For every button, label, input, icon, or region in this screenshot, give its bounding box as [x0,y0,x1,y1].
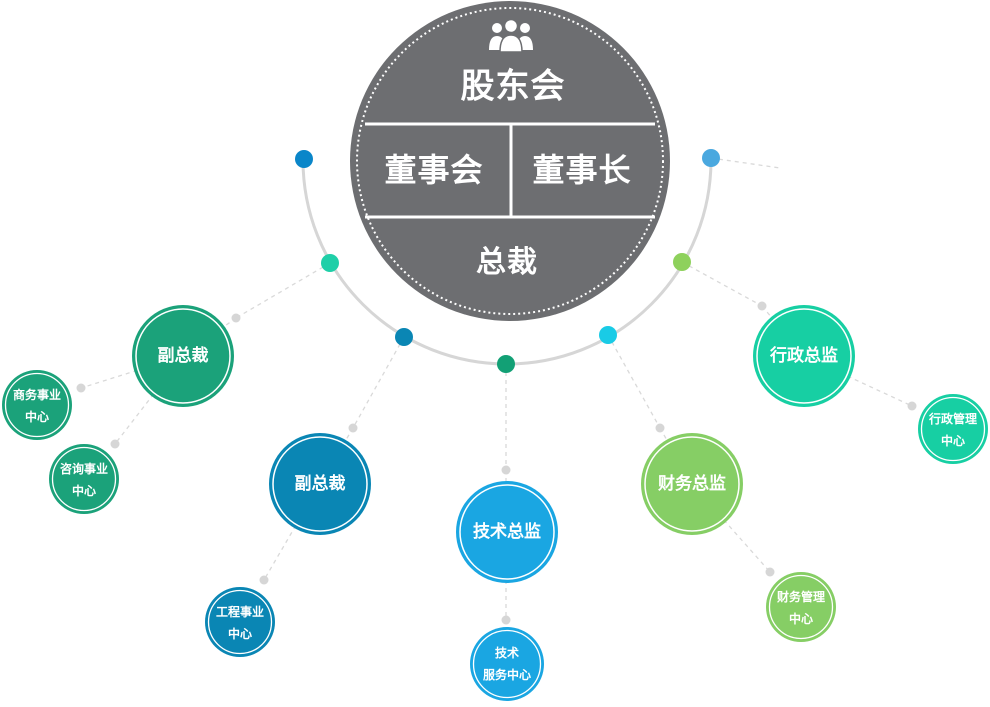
cao-label: 行政总监 [770,345,838,366]
node-cto [456,481,558,583]
cfo-label: 财务总监 [658,473,726,494]
engineering-center-line2: 中心 [227,627,253,641]
admin-mgmt-center-line2: 中心 [940,434,966,448]
admin-mgmt-center-line1: 行政管理 [928,412,978,426]
center-consult [49,444,119,514]
center-engineering [205,587,275,657]
board-label: 董事会 [384,150,484,189]
shareholders-label: 股东会 [460,66,566,107]
people-group-icon [489,18,533,53]
arc-dot [599,326,617,344]
node-cao [753,305,855,407]
tech-service-center-line2: 服务中心 [482,668,532,682]
center-finance-mgmt [766,572,836,642]
admin-mgmt-center-label: 行政管理 中心 [929,408,977,452]
arc-dot [497,355,515,373]
center-commerce [2,370,72,440]
consult-center-line1: 咨询事业 [59,462,109,476]
commerce-center-line2: 中心 [24,410,50,424]
engineering-center-label: 工程事业 中心 [216,601,264,645]
node-cfo [641,433,743,535]
center-admin-mgmt [918,394,988,464]
center-tech-service [470,627,544,701]
tech-service-center-line1: 技术 [494,646,520,660]
consult-center-label: 咨询事业 中心 [60,458,108,502]
engineering-center-line1: 工程事业 [215,605,265,619]
node-vp1 [132,305,234,407]
junction-dots [76,301,917,625]
node-vp2 [269,433,371,535]
governance-circle [350,1,670,321]
arc-dot [673,253,691,271]
arc-dot [702,149,720,167]
arc-dots [295,149,720,373]
vp1-label: 副总裁 [157,345,209,366]
commerce-center-line1: 商务事业 [12,388,62,402]
arc-dot [395,328,413,346]
consult-center-line2: 中心 [71,484,97,498]
cto-label: 技术总监 [473,521,541,542]
tech-service-center-label: 技术 服务中心 [483,642,531,686]
finance-mgmt-center-line1: 财务管理 [776,590,826,604]
commerce-center-label: 商务事业 中心 [13,384,61,428]
vp2-label: 副总裁 [294,473,346,494]
finance-mgmt-center-line2: 中心 [788,612,814,626]
arc-dot [321,254,339,272]
finance-mgmt-center-label: 财务管理 中心 [777,586,825,630]
arc-dot [295,150,313,168]
president-label: 总裁 [476,245,538,280]
chairman-label: 董事长 [532,150,632,189]
